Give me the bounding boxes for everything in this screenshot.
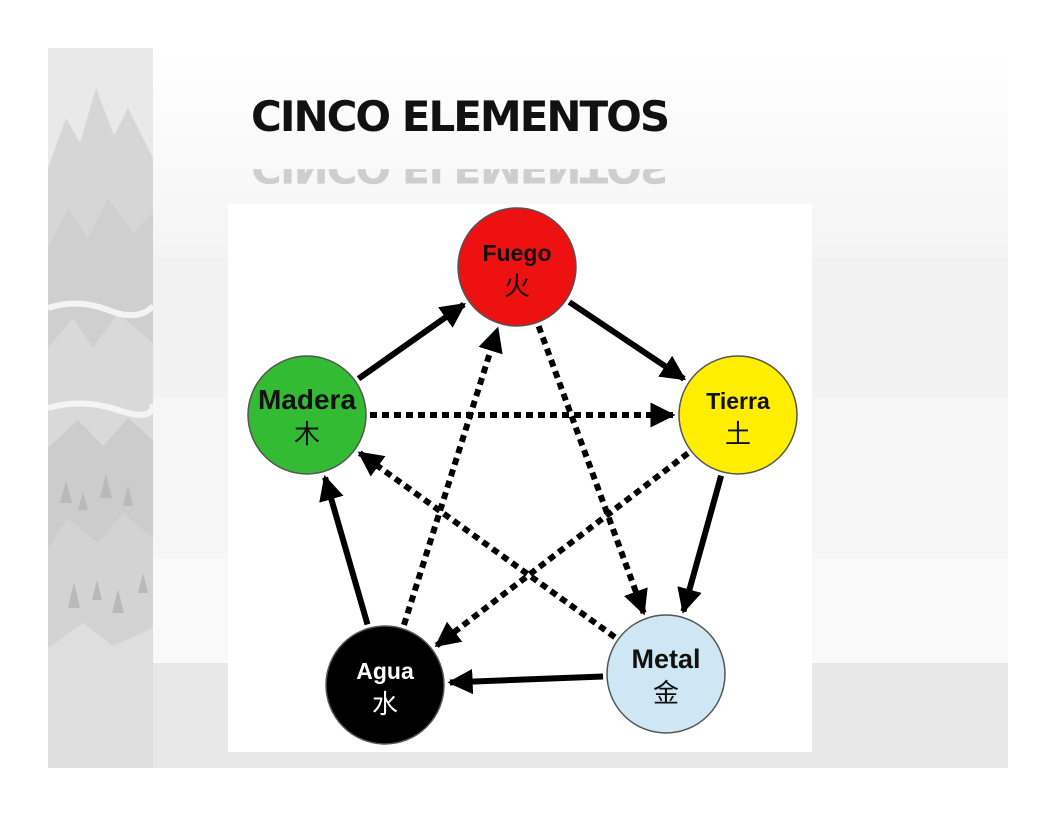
element-circle-madera (247, 355, 367, 475)
control-arrow-metal-to-madera (357, 450, 617, 640)
element-node-tierra: Tierra 土 (678, 355, 798, 475)
element-node-fuego: Fuego 火 (457, 207, 577, 327)
element-label-fuego: Fuego (483, 240, 552, 266)
edges-layer (319, 299, 725, 695)
element-node-metal: Metal 金 (606, 614, 726, 734)
element-circle-agua (325, 625, 445, 745)
element-glyph-tierra: 土 (725, 420, 751, 450)
five-elements-diagram: Fuego 火 Tierra 土 Metal 金 Agua 水 Madera 木 (228, 204, 812, 752)
control-arrow-tierra-to-agua (434, 450, 690, 648)
generate-arrow-agua-to-madera (319, 475, 371, 626)
element-glyph-metal: 金 (653, 679, 679, 709)
nodes-layer: Fuego 火 Tierra 土 Metal 金 Agua 水 Madera 木 (247, 207, 798, 745)
element-label-metal: Metal (631, 644, 700, 674)
title-block: CINCO ELEMENTOS CINCO ELEMENTOS (251, 92, 670, 141)
element-label-madera: Madera (258, 384, 356, 415)
element-label-agua: Agua (356, 658, 414, 684)
generate-arrow-fuego-to-tierra (567, 299, 687, 382)
element-glyph-agua: 水 (372, 690, 398, 720)
generate-arrow-madera-to-fuego (356, 301, 466, 382)
element-circle-metal (606, 614, 726, 734)
element-node-agua: Agua 水 (325, 625, 445, 745)
landscape-painting-image (48, 48, 153, 768)
control-arrow-agua-to-fuego (401, 326, 503, 626)
element-label-tierra: Tierra (706, 388, 770, 414)
generate-arrow-tierra-to-metal (677, 474, 725, 614)
control-arrow-fuego-to-metal (535, 325, 648, 616)
element-circle-tierra (678, 355, 798, 475)
page-title: CINCO ELEMENTOS (251, 92, 670, 141)
element-glyph-fuego: 火 (504, 272, 530, 302)
element-node-madera: Madera 木 (247, 355, 367, 475)
element-circle-fuego (457, 207, 577, 327)
element-glyph-madera: 木 (294, 420, 320, 450)
generate-arrow-metal-to-agua (447, 668, 604, 695)
